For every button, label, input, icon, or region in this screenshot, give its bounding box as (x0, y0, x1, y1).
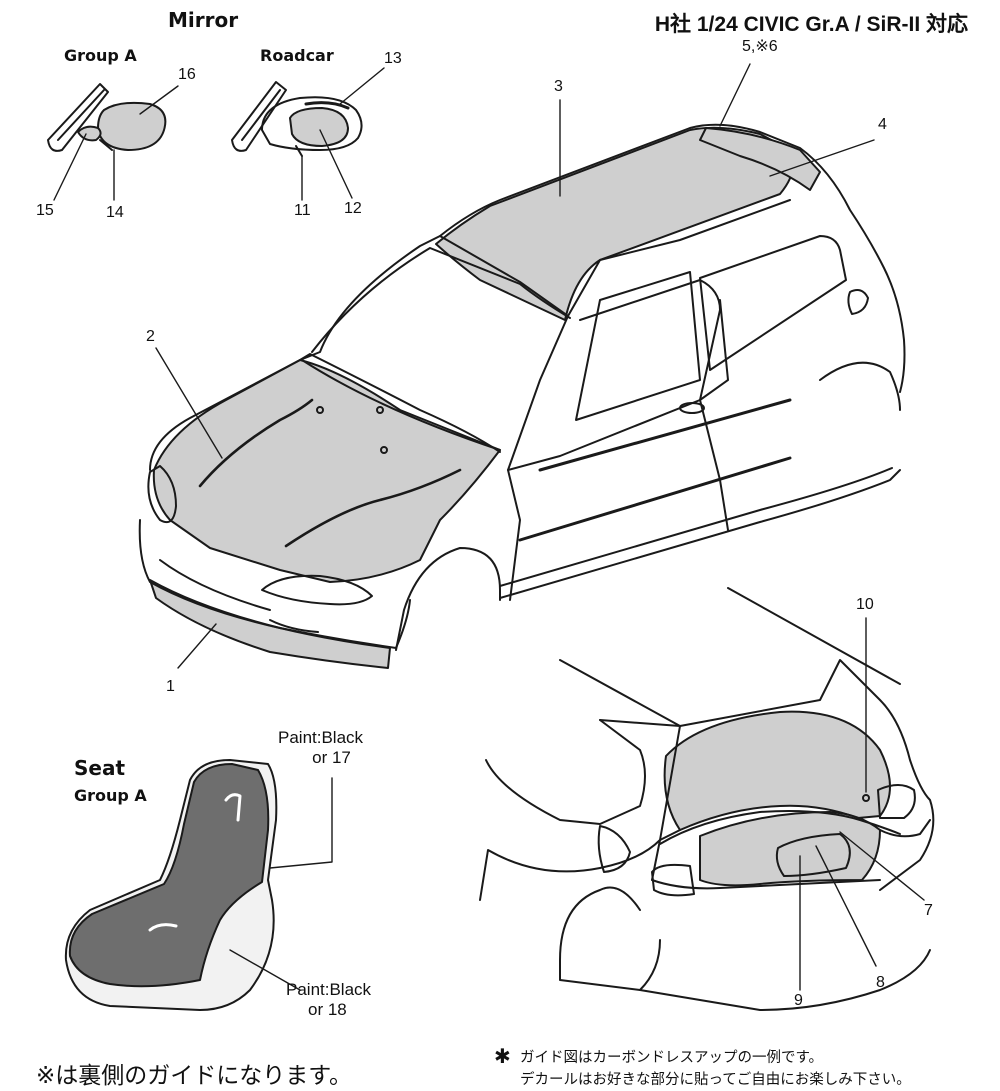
part-number-4: 4 (878, 116, 887, 133)
car-rear-view-illustration (479, 587, 935, 1011)
footnote-mark-icon: ✱ (494, 1044, 511, 1068)
paint-note-top-line-2: or 17 (312, 748, 351, 767)
decal-13 (304, 101, 350, 110)
paint-note-bottom-line-1: Paint:Black (286, 980, 372, 999)
part-number-16: 16 (178, 66, 196, 83)
seat-paint-note-bottom: Paint:Black or 18 (286, 980, 371, 1020)
seat-leader-lines (229, 777, 333, 991)
part-number-1: 1 (166, 678, 175, 695)
footer-left-note: ※は裏側のガイドになります。 (36, 1063, 352, 1089)
part-number-3: 3 (554, 78, 563, 95)
seat-paint-note-top: Paint:Black or 17 (278, 728, 363, 768)
decal-12 (289, 107, 349, 147)
decal-9 (775, 833, 851, 877)
mirror-roadcar-label: Roadcar (260, 46, 334, 65)
car-rear-leader-lines (799, 617, 925, 991)
part-number-7: 7 (924, 902, 933, 919)
part-number-10: 10 (856, 596, 874, 613)
paint-note-bottom-line-2: or 18 (308, 1000, 347, 1019)
seat-heading: Seat (74, 756, 126, 780)
decal-spoiler-4 (699, 127, 821, 191)
seat-illustration (64, 759, 278, 1011)
paint-note-top-line-1: Paint:Black (278, 728, 364, 747)
part-number-5-6: 5,※6 (742, 38, 778, 55)
seat-dark-panel (68, 763, 270, 988)
car-front-leader-lines (155, 63, 875, 669)
footer-right-note-1: ガイド図はカーボンドレスアップの一例です。 (520, 1050, 824, 1066)
seat-group-label: Group A (74, 786, 147, 805)
mirror-roadcar-illustration (231, 81, 363, 157)
mirror-group-a-label: Group A (64, 46, 137, 65)
part-number-15: 15 (36, 202, 54, 219)
part-number-2: 2 (146, 328, 155, 345)
part-number-8: 8 (876, 974, 885, 991)
part-number-9: 9 (794, 992, 803, 1009)
part-number-12: 12 (344, 200, 362, 217)
decal-hood-2 (152, 359, 501, 583)
part-number-14: 14 (106, 204, 124, 221)
mirror-heading: Mirror (168, 8, 239, 32)
part-number-11: 11 (294, 202, 311, 219)
mirror-group-a-illustration (47, 83, 167, 152)
decal-rear-window (663, 710, 891, 831)
decal-lip-1 (149, 579, 391, 669)
part-number-13: 13 (384, 50, 402, 67)
car-front-view-illustration (138, 123, 906, 669)
sheet-title: H社 1/24 CIVIC Gr.A / SiR-II 対応 (654, 13, 968, 36)
footer-right-note-2: デカールはお好きな部分に貼ってご自由にお楽しみ下さい。 (520, 1072, 911, 1088)
decal-16 (97, 101, 167, 151)
mirror-leader-lines (53, 67, 385, 201)
decal-15 (77, 125, 102, 142)
